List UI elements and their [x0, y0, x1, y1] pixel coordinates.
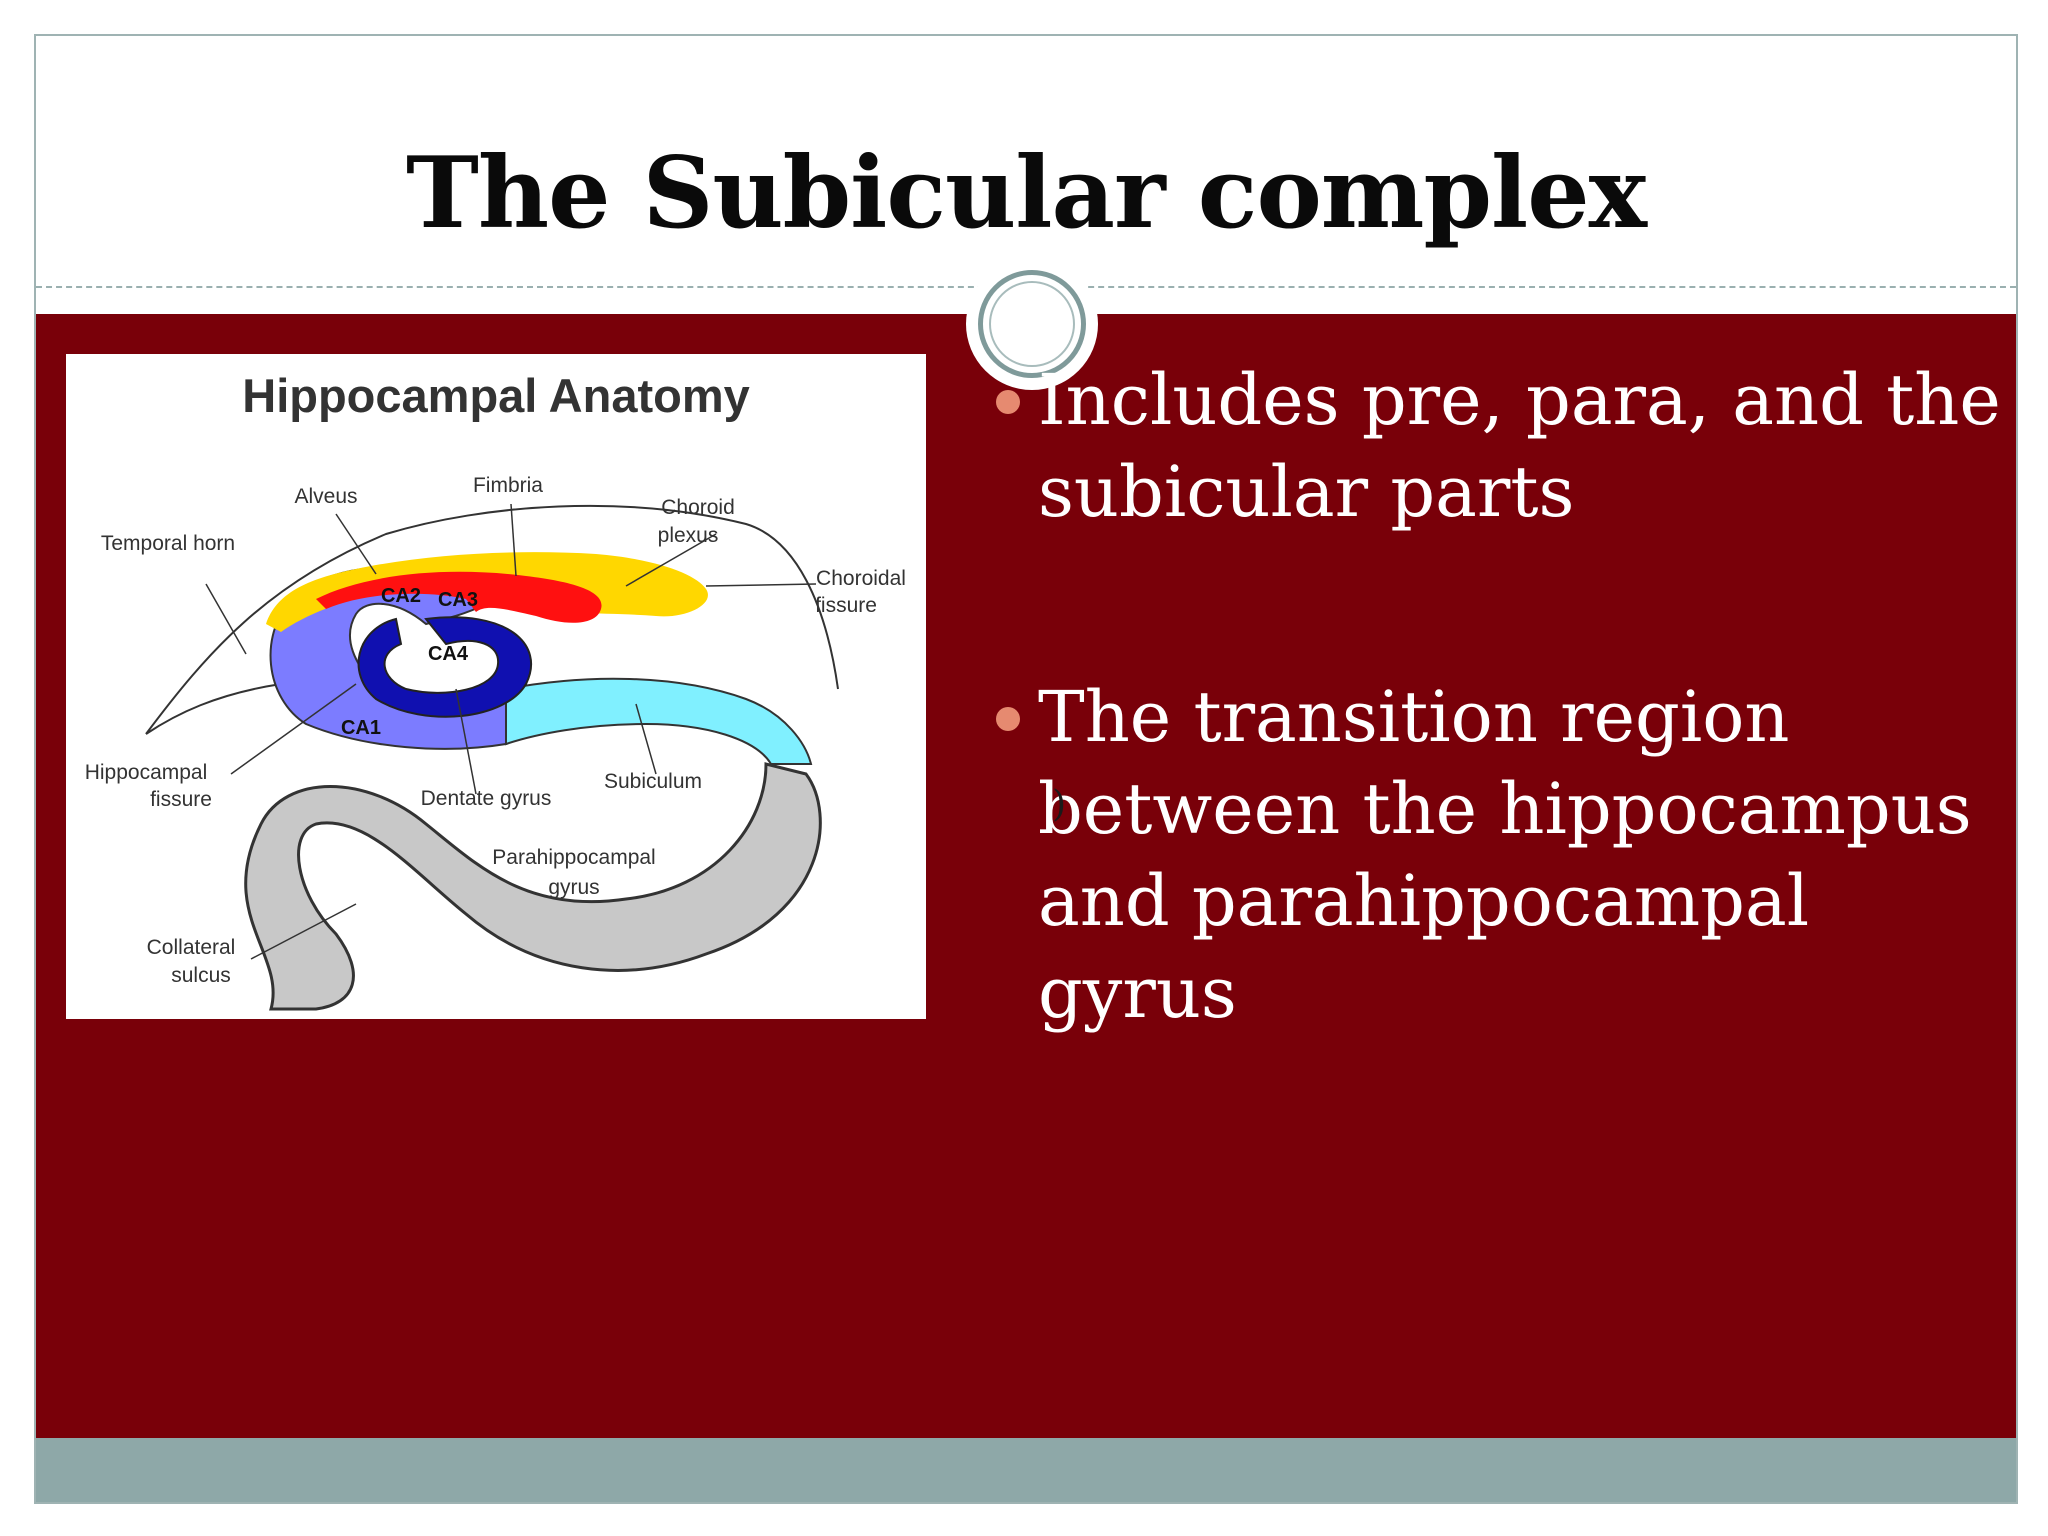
choroidal-fissure-label-line2: fissure [815, 594, 877, 617]
hippocampal-anatomy-figure: Hippocampal Anatomy [66, 354, 926, 1019]
choroid-plexus-label-line1: Choroid [661, 496, 735, 519]
bullet-item: Includes pre, para, and the subicular pa… [986, 354, 2006, 538]
choroidal-fissure-label-line1: Choroidal [816, 567, 906, 590]
dentate-gyrus-shape [357, 616, 532, 718]
bullet-dot-icon [996, 390, 1020, 414]
dentate-gyrus-label: Dentate gyrus [421, 787, 552, 810]
hippocampal-fissure-label-line1: Hippocampal [85, 761, 208, 784]
outer-contour [145, 504, 839, 735]
slide: The Subicular complex Hippocampal Anatom… [34, 34, 2018, 1504]
collateral-sulcus-label-line2: sulcus [171, 964, 231, 987]
alveus-label: Alveus [294, 485, 357, 508]
bullet-text: The transition region between the hippoc… [1038, 676, 1972, 1034]
fimbria-shape [316, 571, 602, 623]
stray-mark: ) [1052, 784, 1067, 825]
temporal-horn-label: Temporal horn [101, 532, 235, 555]
choroid-plexus-label-line2: plexus [658, 524, 719, 547]
hippocampal-anatomy-diagram: Hippocampal Anatomy [85, 369, 906, 1011]
bullet-dot-icon [996, 707, 1020, 731]
hippocampal-fissure-label-line2: fissure [150, 788, 212, 811]
parahippocampal-gyrus-shape [244, 762, 822, 1011]
subiculum-label: Subiculum [604, 770, 702, 793]
bullet-text: Includes pre, para, and the subicular pa… [1038, 359, 2001, 533]
ca3-label: CA3 [438, 589, 478, 611]
bullet-list: Includes pre, para, and the subicular pa… [986, 354, 2006, 1039]
parahippocampal-gyrus-label-line1: Parahippocampal [492, 846, 655, 869]
temporal-horn-edge [145, 683, 282, 735]
ca2-label: CA2 [381, 585, 421, 607]
bullet-item: The transition region between the hippoc… [986, 671, 2006, 1039]
parahippocampal-gyrus-label-line2: gyrus [548, 876, 599, 899]
subiculum-shape [505, 677, 813, 765]
collateral-sulcus-label-line1: Collateral [147, 936, 236, 959]
leader-lines [205, 503, 817, 960]
ca4-label: CA4 [428, 643, 469, 665]
ca1-label: CA1 [341, 717, 381, 739]
footer-band [36, 1438, 2016, 1502]
figure-title: Hippocampal Anatomy [242, 369, 750, 422]
ring-ornament-icon [978, 270, 1086, 378]
slide-title: The Subicular complex [405, 136, 1647, 251]
fimbria-label: Fimbria [473, 474, 543, 497]
